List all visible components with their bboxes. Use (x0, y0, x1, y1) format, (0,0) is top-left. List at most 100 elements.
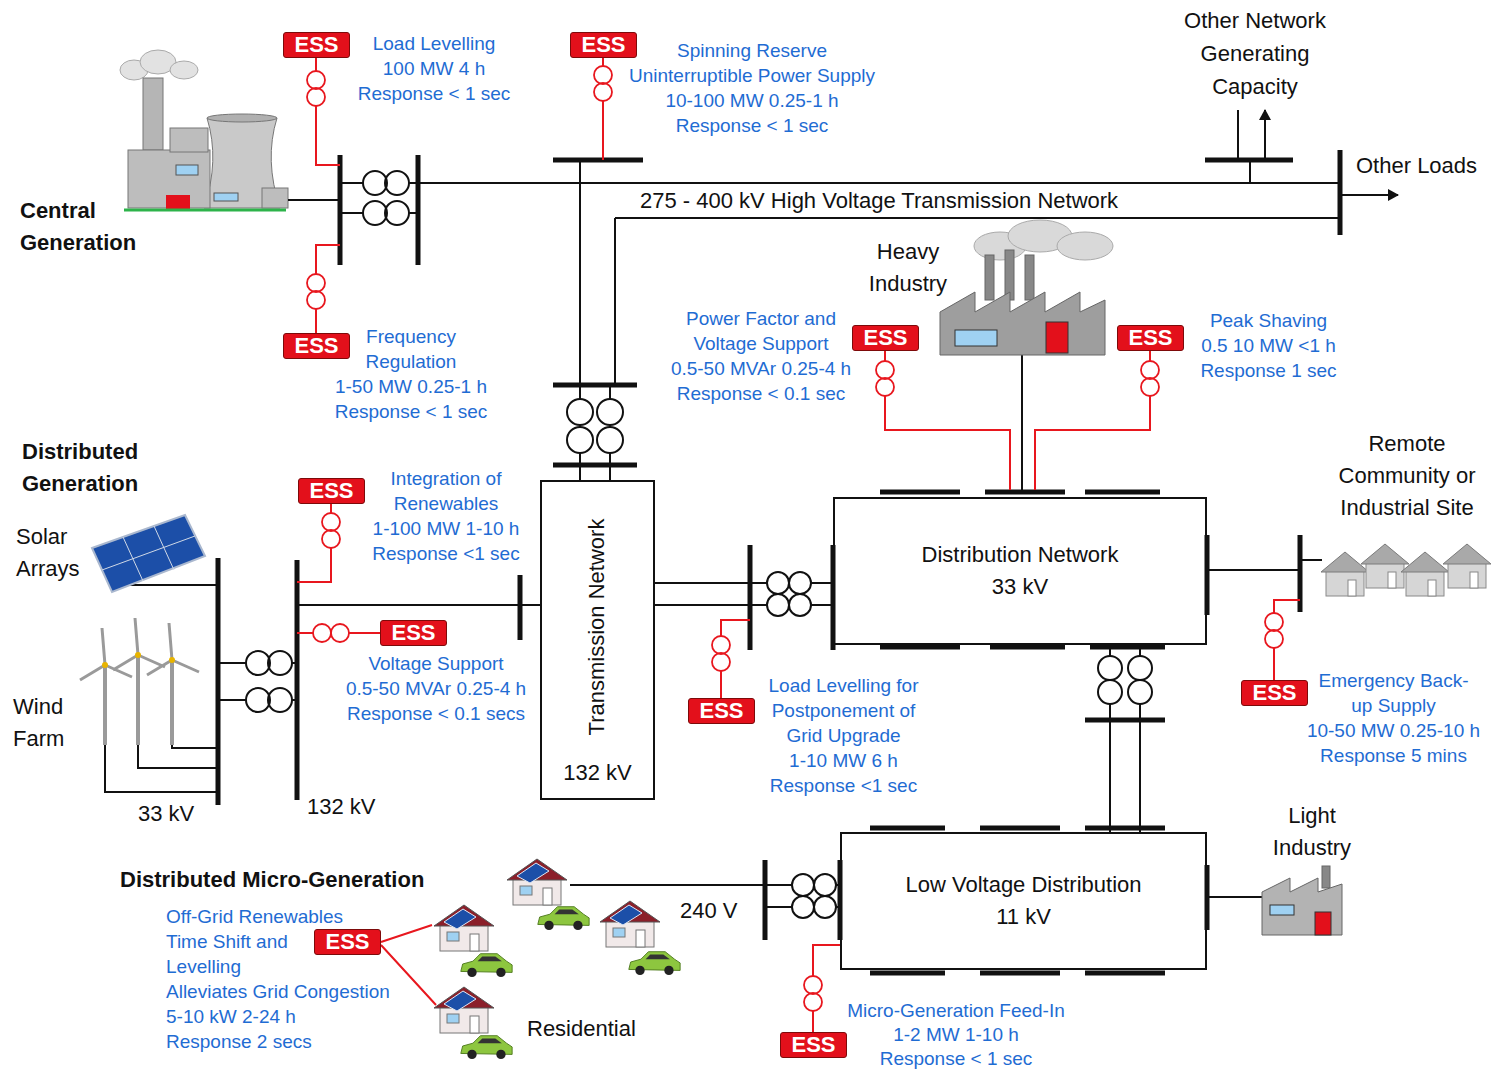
transformer-fill (1098, 680, 1122, 704)
residential-houses-part (434, 905, 494, 951)
transformer-winding (307, 88, 325, 106)
light-industry-factory-part (1262, 878, 1342, 935)
function-name: Voltage Support (368, 651, 503, 676)
black-wiring (105, 110, 1398, 907)
transformer-fill (814, 874, 836, 896)
black-wiring-part (1021, 355, 1023, 490)
remote-houses-part (1443, 544, 1491, 588)
transformer-fill (876, 361, 894, 379)
rating: 5-10 kW 2-24 h (166, 1004, 296, 1029)
caption-label: 132 kV (307, 793, 376, 821)
transformer-fill (363, 171, 387, 195)
remote-houses-part (1401, 552, 1449, 596)
caption-label: Heavy Industry (853, 236, 963, 300)
heavy-industry-factory-part (940, 292, 1105, 355)
response-time: Response < 0.1 sec (677, 381, 845, 406)
transformer-fill (792, 874, 814, 896)
ess-label: ESS (325, 929, 369, 954)
transformer-winding (567, 399, 593, 425)
light-industry-factory (1262, 866, 1342, 935)
rating: 1-100 MW 1-10 h (373, 516, 520, 541)
transformer-fill (322, 513, 340, 531)
power-station-part (214, 193, 238, 201)
transformer-winding (1141, 361, 1159, 379)
ess-caption: Emergency Back-up Supply10-50 MW 0.25-10… (1291, 668, 1496, 768)
residential-houses-part (461, 1036, 512, 1059)
transformer-winding (804, 976, 822, 994)
function-name: Power Factor and Voltage Support (661, 306, 861, 356)
ess-unit: ESSMicro-Generation Feed-In1-2 MW 1-10 h… (780, 1032, 847, 1058)
network-box: Low Voltage Distribution11 kV (840, 832, 1207, 970)
transformer-fill (385, 171, 409, 195)
transformer-winding (814, 896, 836, 918)
wind-turbine-part (169, 657, 175, 663)
response-time: Response 2 secs (166, 1029, 312, 1054)
ess-feeder-part (885, 351, 1010, 490)
function-name: Load Levelling for Postponement of Grid … (756, 673, 931, 748)
ess-label: ESS (294, 32, 338, 57)
bus-bar (218, 150, 1340, 973)
light-industry-factory-part (1315, 912, 1331, 935)
transformer-winding (1141, 378, 1159, 396)
bus-bar-part (553, 385, 637, 465)
remote-houses (1321, 544, 1491, 596)
power-station-part (143, 78, 163, 150)
residential-houses (434, 859, 680, 1059)
transformer-fill (789, 594, 811, 616)
heavy-industry-factory-part (1057, 232, 1113, 260)
transformer-winding (876, 361, 894, 379)
transformer-winding (767, 572, 789, 594)
ess-caption: Frequency Regulation1-50 MW 0.25-1 hResp… (326, 324, 496, 424)
voltage-level: 33 kV (992, 571, 1048, 603)
light-industry-factory-part (1270, 905, 1294, 915)
transformer-fill (597, 399, 623, 425)
caption-label: 275 - 400 kV High Voltage Transmission N… (637, 187, 1121, 214)
caption-label: Central Generation (20, 195, 150, 259)
function-name: Frequency Regulation (326, 324, 496, 374)
transformer-winding (804, 993, 822, 1011)
transformer-winding (594, 83, 612, 101)
caption-label: Remote Community or Industrial Site (1322, 428, 1492, 524)
transformer-fill (814, 896, 836, 918)
transformer-winding (1098, 656, 1122, 680)
black-wiring-part (1249, 160, 1251, 183)
bus-bar-part (880, 492, 1165, 647)
ess-unit: ESSLoad Levelling for Postponement of Gr… (688, 698, 755, 724)
ess-unit: ESSIntegration of Renewables1-100 MW 1-1… (298, 478, 365, 504)
network-box: Distribution Network33 kV (833, 497, 1207, 645)
transformer-fill (322, 530, 340, 548)
power-station-part (176, 165, 198, 175)
response-time: Response < 0.1 secs (347, 701, 525, 726)
ess-caption: Power Factor and Voltage Support0.5-50 M… (656, 306, 866, 406)
transformer-fill (246, 651, 270, 675)
transformer-winding (363, 201, 387, 225)
caption-label: 33 kV (138, 800, 194, 828)
transformer-fill (268, 688, 292, 712)
function-name: Integration of Renewables (366, 466, 526, 516)
ess-caption: Peak Shaving0.5 10 MW <1 hResponse 1 sec (1186, 308, 1351, 383)
ess-unit: ESSLoad Levelling100 MW 4 hResponse < 1 … (283, 32, 350, 58)
solar-array (92, 515, 205, 592)
transformer-winding (385, 171, 409, 195)
function-name: Peak Shaving (1210, 308, 1327, 333)
transformer-fill (1265, 630, 1283, 648)
ess-unit: ESSPower Factor and Voltage Support0.5-5… (852, 325, 919, 351)
transformer-winding (307, 71, 325, 89)
solar-array-part (92, 515, 205, 592)
bus-bar-part (1085, 718, 1165, 723)
transformer-winding (789, 572, 811, 594)
function-name: Micro-Generation Feed-In (847, 999, 1065, 1023)
transformer-fill (567, 399, 593, 425)
transformer-winding (789, 594, 811, 616)
caption-label: Residential (527, 1015, 636, 1043)
rating: 1-2 MW 1-10 h (893, 1023, 1019, 1047)
ess-unit: ESSOff-Grid RenewablesTime Shift and Lev… (314, 929, 381, 955)
transformer-fill (1128, 680, 1152, 704)
transformer-fill (1141, 378, 1159, 396)
transformer-fill (767, 572, 789, 594)
transformer-fill (246, 688, 270, 712)
transformer-winding (567, 427, 593, 453)
power-station-part (128, 150, 210, 208)
transformer-fill (363, 201, 387, 225)
caption-label: Other Network Generating Capacity (1165, 4, 1345, 103)
